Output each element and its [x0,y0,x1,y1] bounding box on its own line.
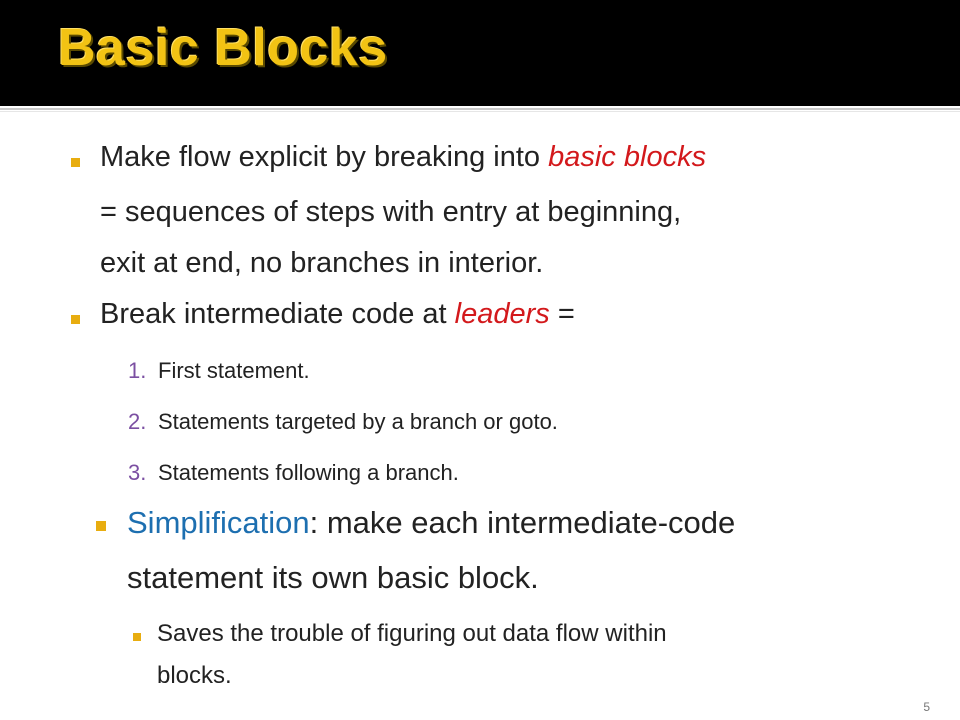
bullet-1-line-1: Make flow explicit by breaking into basi… [100,138,706,177]
leader-number: 2. [128,409,147,434]
bullet-1-text: Make flow explicit by breaking into [100,141,549,173]
bullet-3-line-2: statement its own basic block. [127,560,539,595]
bullet-1-line-2: = sequences of steps with entry at begin… [100,196,682,228]
leader-item: Statements targeted by a branch or goto. [158,409,558,434]
bullet-2-text: Break intermediate code at [100,298,455,330]
page-number: 5 [923,700,930,714]
bullet-square-icon [133,628,141,646]
bullet-square-icon [71,311,80,329]
title-bar: Basic Blocks [0,0,960,106]
bullet-square-icon [71,154,80,172]
leaders-emphasis: leaders [454,298,550,330]
simplification-highlight: Simplification [127,505,310,540]
basic-blocks-emphasis: basic blocks [548,141,707,173]
title-divider [0,108,960,110]
leader-number: 3. [128,460,147,485]
title-divider-shadow [0,111,960,112]
bullet-3-text: : make each intermediate-code [309,505,736,540]
sub-bullet-line-2: blocks. [157,662,232,689]
bullet-2: Break intermediate code at leaders = [100,295,575,334]
bullet-3-line-1: Simplification: make each intermediate-c… [127,502,735,544]
bullet-square-icon [96,518,106,536]
leader-item: First statement. [158,358,310,383]
leader-item: Statements following a branch. [158,460,459,485]
bullet-1-line-3: exit at end, no branches in interior. [100,247,544,279]
bullet-2-tail: = [549,298,575,330]
sub-bullet-line-1: Saves the trouble of figuring out data f… [157,620,667,647]
slide-title: Basic Blocks [58,19,388,77]
leader-number: 1. [128,358,147,383]
